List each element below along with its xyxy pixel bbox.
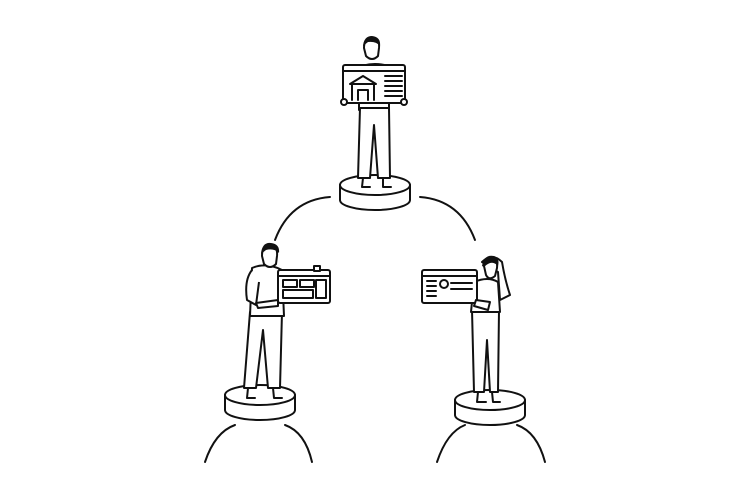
layout-board [277, 265, 331, 304]
top-person [340, 36, 408, 188]
right-person [421, 255, 511, 403]
top-pedestal [339, 174, 411, 211]
left-person [243, 242, 331, 399]
right-pedestal [454, 389, 526, 426]
building-board [342, 64, 406, 104]
connector-arcs [204, 196, 546, 463]
left-pedestal [224, 384, 296, 421]
profile-board [421, 269, 478, 304]
